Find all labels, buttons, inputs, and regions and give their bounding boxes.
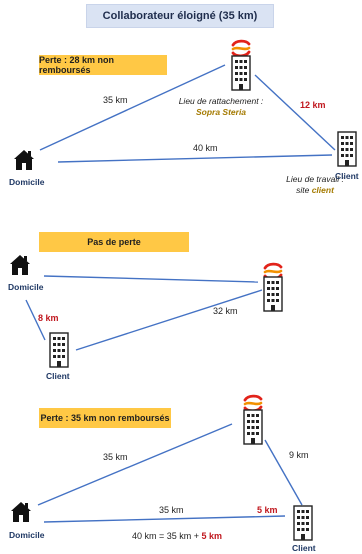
line-client-office <box>75 289 263 351</box>
office-building-icon <box>263 276 283 312</box>
client-label: Client <box>335 171 359 181</box>
distance-office-client: 9 km <box>289 450 309 460</box>
scenario1-banner: Perte : 28 km non remboursés <box>39 55 167 75</box>
office-name: Sopra Steria <box>195 107 247 117</box>
formula-extra: 5 km <box>201 531 223 541</box>
distance-formula: 40 km = 35 km + 5 km <box>132 531 222 541</box>
house-icon <box>11 502 31 522</box>
diagram-title: Collaborateur éloigné (35 km) <box>86 4 274 28</box>
line-office-client <box>254 74 336 151</box>
house-icon <box>10 255 30 275</box>
company-logo-icon <box>231 39 251 58</box>
office-building-icon <box>243 409 263 445</box>
distance-home-client-extra: 5 km <box>257 505 278 515</box>
client-building-icon <box>337 131 357 167</box>
office-building-icon <box>231 55 251 91</box>
distance-home-client: 8 km <box>38 313 59 323</box>
line-home-client <box>25 299 46 341</box>
line-home-office <box>39 64 226 151</box>
distance-client-office: 32 km <box>213 306 238 316</box>
client-label: Client <box>292 543 316 553</box>
scenario3-banner: Perte : 35 km non remboursés <box>39 408 171 428</box>
client-site-name: client <box>311 185 334 195</box>
house-icon <box>14 150 34 170</box>
formula-main: 40 km = 35 km + <box>132 531 202 541</box>
client-label: Client <box>46 371 70 381</box>
line-home-office <box>43 275 259 283</box>
client-site-prefix: site <box>296 185 310 195</box>
distance-home-client: 40 km <box>193 143 218 153</box>
distance-home-office: 35 km <box>103 452 128 462</box>
line-home-office <box>37 423 233 506</box>
office-caption-text: Lieu de rattachement : <box>178 96 264 106</box>
distance-home-client-main: 35 km <box>159 505 184 515</box>
company-logo-icon <box>243 394 263 413</box>
client-site: site client <box>280 185 350 196</box>
home-label: Domicile <box>9 177 45 187</box>
line-office-client <box>264 439 303 506</box>
distance-home-office: 35 km <box>103 95 128 105</box>
client-building-icon <box>293 505 313 541</box>
scenario2-banner: Pas de perte <box>39 232 189 252</box>
scenario2-connectors <box>25 275 263 351</box>
home-label: Domicile <box>8 282 44 292</box>
client-building-icon <box>49 332 69 368</box>
scenario3-connectors <box>37 423 303 523</box>
line-home-client <box>57 154 333 163</box>
distance-office-client: 12 km <box>300 100 326 110</box>
home-label: Domicile <box>9 530 45 540</box>
line-home-client <box>43 515 286 523</box>
scenario1-connectors <box>39 64 336 163</box>
office-caption: Lieu de rattachement : Sopra Steria <box>176 96 266 118</box>
client-caption-text: Lieu de travail : <box>286 174 344 184</box>
client-caption: Lieu de travail : site client <box>280 174 350 196</box>
